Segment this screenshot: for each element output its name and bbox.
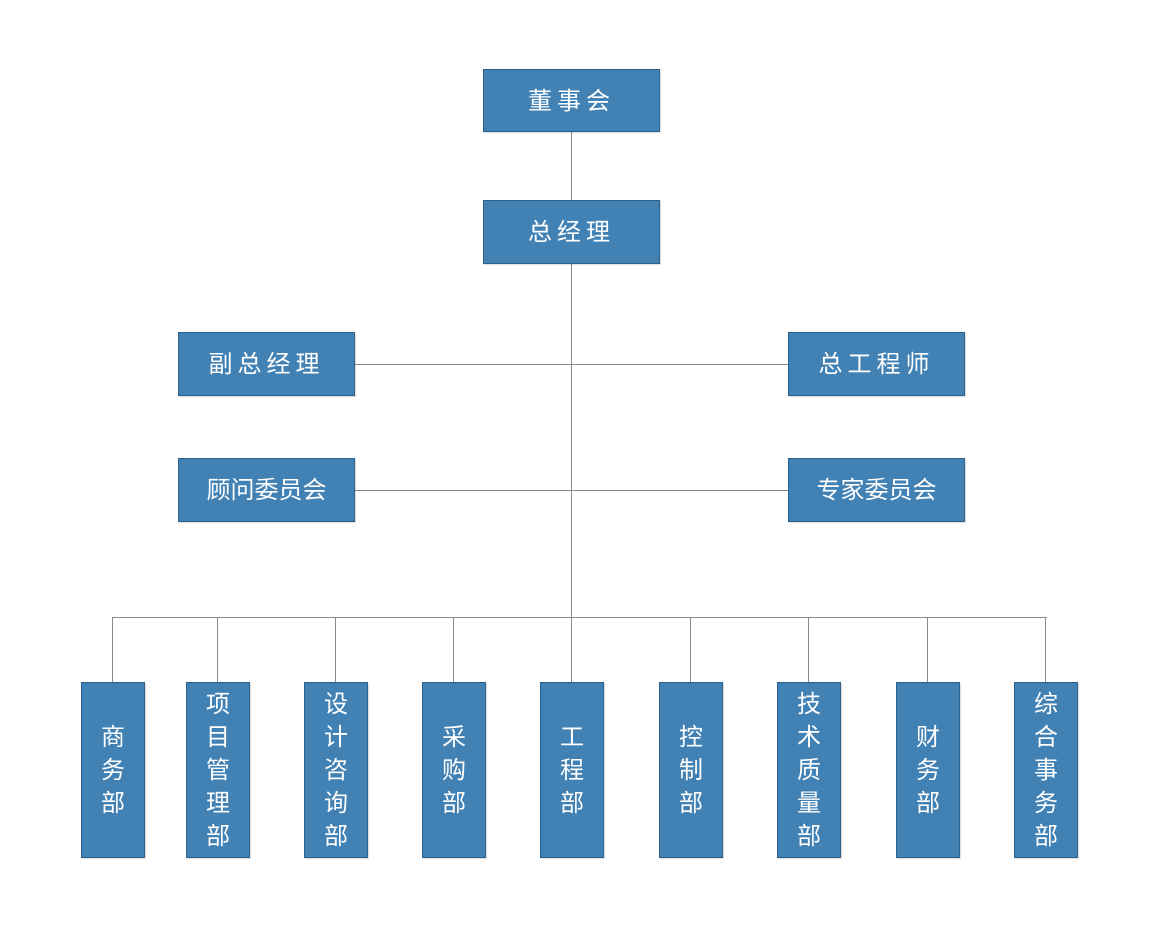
board-label: 董事会 — [528, 86, 615, 115]
department-box: 工程部 — [540, 682, 604, 858]
connector-dept-drop — [217, 617, 218, 683]
connector-chief-engineer — [571, 364, 789, 365]
department-box: 控制部 — [659, 682, 723, 858]
connector-dept-drop — [808, 617, 809, 683]
department-box: 采购部 — [422, 682, 486, 858]
connector-dept-drop — [571, 617, 572, 683]
department-label: 技术质量部 — [797, 689, 821, 850]
connector-dept-drop — [335, 617, 336, 683]
connector-advisory-committee — [354, 490, 572, 491]
advisory-committee-label: 顾问委员会 — [206, 476, 327, 504]
department-box: 技术质量部 — [777, 682, 841, 858]
department-box: 设计咨询部 — [304, 682, 368, 858]
connector-dept-drop — [1045, 617, 1046, 683]
department-label: 采购部 — [442, 722, 466, 817]
gm-label: 总经理 — [528, 218, 615, 246]
gm-box: 总经理 — [483, 200, 660, 264]
department-box: 综合事务部 — [1014, 682, 1078, 858]
deputy-gm-box: 副总经理 — [178, 332, 355, 396]
board-box: 董事会 — [483, 69, 660, 132]
department-label: 综合事务部 — [1034, 689, 1058, 850]
expert-committee-label: 专家委员会 — [816, 476, 937, 504]
expert-committee-box: 专家委员会 — [788, 458, 965, 522]
connector-dept-drop — [453, 617, 454, 683]
department-label: 项目管理部 — [206, 689, 230, 850]
advisory-committee-box: 顾问委员会 — [178, 458, 355, 522]
connector-dept-drop — [112, 617, 113, 683]
department-box: 财务部 — [896, 682, 960, 858]
department-box: 商务部 — [81, 682, 145, 858]
deputy-gm-label: 副总经理 — [208, 350, 325, 378]
department-label: 设计咨询部 — [324, 689, 348, 850]
connector-trunk — [571, 263, 572, 618]
department-label: 工程部 — [560, 722, 584, 817]
connector-departments-bus — [112, 617, 1047, 618]
department-label: 控制部 — [679, 722, 703, 817]
connector-board-gm — [571, 131, 572, 201]
department-box: 项目管理部 — [186, 682, 250, 858]
connector-dept-drop — [690, 617, 691, 683]
department-label: 财务部 — [916, 722, 940, 817]
department-label: 商务部 — [101, 722, 125, 817]
chief-engineer-label: 总工程师 — [818, 350, 935, 378]
connector-expert-committee — [571, 490, 789, 491]
chief-engineer-box: 总工程师 — [788, 332, 965, 396]
connector-dept-drop — [927, 617, 928, 683]
connector-deputy-gm — [354, 364, 572, 365]
